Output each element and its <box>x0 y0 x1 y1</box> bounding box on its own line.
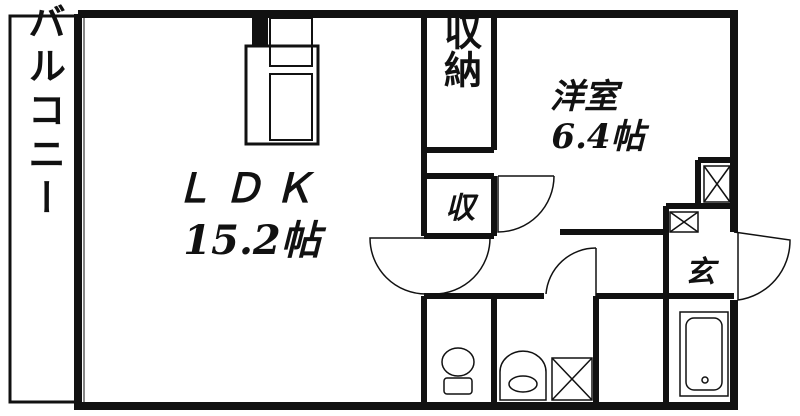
bathtub-icon <box>679 311 729 397</box>
western-room-name-label: 洋室 <box>550 77 623 117</box>
entrance-label: 玄 <box>685 255 720 290</box>
ldk-size-label: 15.2帖 <box>183 217 326 264</box>
balcony-label: バルコニー <box>22 2 67 222</box>
interior-walls <box>421 14 734 406</box>
kitchen-counter <box>244 14 320 146</box>
toilet-icon <box>441 347 475 395</box>
small-storage-label: 収 <box>445 191 479 226</box>
storage-closet-label: 収納 <box>438 12 483 88</box>
western-room-size-label: 6.4帖 <box>551 117 649 157</box>
closet-markers <box>551 165 731 401</box>
washbasin-icon <box>499 350 547 401</box>
ldk-name-label: ＬＤＫ <box>173 165 323 212</box>
outer-walls <box>74 10 738 410</box>
door-swings <box>369 175 791 301</box>
